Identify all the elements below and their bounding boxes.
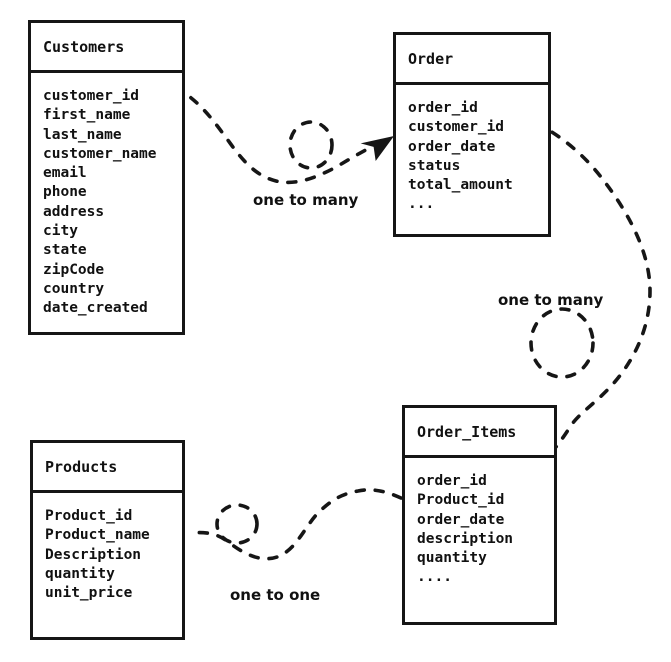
field-row: total_amount: [408, 177, 513, 194]
field-row: status: [408, 157, 461, 174]
field-row: order_date: [417, 511, 505, 528]
link-order-orderitems-line: [516, 114, 652, 455]
field-row: ....: [417, 569, 452, 586]
field-row: customer_id: [43, 88, 140, 104]
link-orderitems-products-line: [188, 488, 403, 561]
field-row: customer_id: [408, 119, 505, 136]
field-row: quantity: [417, 550, 487, 567]
field-row: address: [43, 203, 105, 220]
field-row: zipCode: [43, 261, 105, 278]
field-row: order_id: [417, 473, 487, 489]
table-products-fields: Product_id Product_name Description quan…: [33, 493, 182, 603]
field-row: quantity: [45, 565, 115, 582]
table-order-items-fields: order_id Product_id order_date descripti…: [405, 458, 554, 588]
table-order-fields: order_id customer_id order_date status t…: [396, 85, 548, 215]
field-row: customer_name: [43, 145, 157, 162]
field-row: description: [417, 530, 514, 547]
field-row: country: [43, 280, 105, 297]
link-customers-order-loop: [288, 120, 334, 170]
table-products-title: Products: [33, 443, 182, 493]
table-order-items: Order_Items order_id Product_id order_da…: [402, 405, 557, 625]
table-order-title: Order: [396, 35, 548, 85]
field-row: Product_id: [45, 508, 133, 524]
arrowhead-into-order-icon: [360, 136, 394, 162]
table-products: Products Product_id Product_name Descrip…: [30, 440, 185, 640]
relationship-label-order-orderitems: one to many: [498, 291, 604, 309]
field-row: Product_name: [45, 527, 150, 544]
field-row: Description: [45, 546, 142, 563]
field-row: ...: [408, 196, 435, 213]
field-row: unit_price: [45, 585, 133, 602]
relationship-label-customers-order: one to many: [253, 191, 359, 209]
link-orderitems-products-loop: [215, 503, 259, 545]
field-row: date_created: [43, 300, 148, 317]
table-order: Order order_id customer_id order_date st…: [393, 32, 551, 237]
field-row: Product_id: [417, 492, 505, 509]
field-row: order_date: [408, 138, 496, 155]
table-customers-title: Customers: [31, 23, 182, 73]
field-row: phone: [43, 184, 87, 201]
table-order-items-title: Order_Items: [405, 408, 554, 458]
relationship-label-orderitems-products: one to one: [230, 586, 321, 604]
field-row: first_name: [43, 107, 131, 124]
table-customers-fields: customer_id first_name last_name custome…: [31, 73, 182, 319]
field-row: last_name: [43, 126, 122, 143]
field-row: state: [43, 242, 87, 259]
field-row: order_id: [408, 100, 478, 116]
link-order-orderitems-loop: [529, 307, 595, 379]
field-row: city: [43, 223, 78, 240]
field-row: email: [43, 165, 87, 182]
table-customers: Customers customer_id first_name last_na…: [28, 20, 185, 335]
